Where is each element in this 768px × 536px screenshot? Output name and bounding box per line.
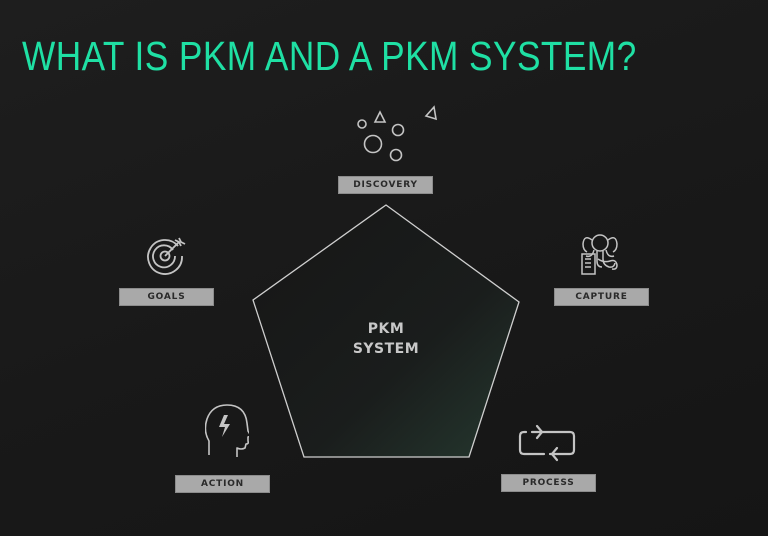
capture-label: CAPTURE: [554, 288, 649, 306]
shapes-bubbles-icon: [357, 105, 438, 162]
repeat-loop-icon: [518, 424, 576, 462]
center-line-2: SYSTEM: [352, 341, 420, 357]
process-label: PROCESS: [501, 474, 596, 492]
center-line-1: PKM: [367, 321, 405, 337]
target-arrow-icon: [147, 237, 186, 275]
pkm-system-center-label: PKM SYSTEM: [336, 319, 436, 359]
pkm-system-pentagon: [252, 204, 520, 458]
slide-title: WHAT IS PKM AND A PKM SYSTEM?: [22, 33, 637, 79]
head-lightning-icon: [205, 404, 249, 457]
goals-label: GOALS: [119, 288, 214, 306]
octopus-document-icon: [581, 234, 618, 275]
action-label: ACTION: [175, 475, 270, 493]
discovery-label: DISCOVERY: [338, 176, 433, 194]
